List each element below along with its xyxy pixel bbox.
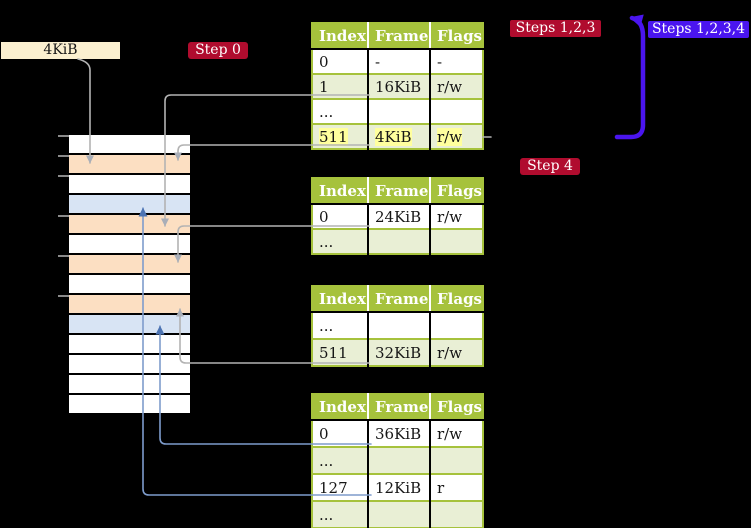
memory-tick (58, 155, 69, 157)
highlighted-value: r/w (437, 127, 463, 146)
table-cell: 0 (312, 420, 369, 447)
memory-frame-row-blue (69, 195, 190, 213)
table-cell: r (430, 473, 483, 501)
badge-step-4: Step 4 (520, 158, 580, 175)
table-row: 511 4KiB r/w (312, 123, 483, 149)
column-header-flags: Flags (430, 23, 483, 50)
column-header-index: Index (312, 178, 369, 205)
memory-frame-row-white (69, 375, 190, 393)
table-cell (430, 228, 483, 254)
memory-frame-row-orange (69, 255, 190, 273)
memory-frame-row-white (69, 355, 190, 373)
memory-frame-row-white (69, 235, 190, 253)
table-cell: 16KiB (368, 73, 431, 99)
badge-step-0: Step 0 (188, 42, 248, 59)
column-header-index: Index (312, 394, 369, 421)
table-cell: r/w (430, 204, 483, 229)
table-cell (430, 312, 483, 339)
table-cell: 36KiB (368, 420, 431, 447)
table-cell: ... (312, 98, 369, 124)
memory-tick (58, 175, 69, 177)
memory-tick (58, 215, 69, 217)
table-row: ... (312, 500, 483, 528)
table-cell: r/w (430, 338, 483, 366)
memory-frame-row-orange (69, 155, 190, 173)
table-cell: ... (312, 446, 369, 474)
table-cell (368, 98, 431, 124)
table-cell: r/w (430, 420, 483, 447)
table-cell: r/w (430, 73, 483, 99)
badge-steps-1-2-3-4: Steps 1,2,3,4 (648, 21, 749, 38)
table-cell (368, 500, 431, 528)
table-cell: 511 (312, 338, 369, 366)
table-cell: 127 (312, 473, 369, 501)
table-cell (368, 228, 431, 254)
table-cell: 24KiB (368, 204, 431, 229)
column-header-flags: Flags (430, 178, 483, 205)
memory-frame-row-white (69, 135, 190, 153)
table-row: ... (312, 228, 483, 254)
memory-tick (58, 295, 69, 297)
table-cell: 12KiB (368, 473, 431, 501)
memory-frame-row-orange (69, 295, 190, 313)
column-header-frame: Frame (368, 178, 431, 205)
table-row: ... (312, 446, 483, 474)
column-header-index: Index (312, 23, 369, 50)
table-cell: ... (312, 312, 369, 339)
table-cell (430, 98, 483, 124)
memory-tick (58, 255, 69, 257)
column-header-flags: Flags (430, 286, 483, 313)
table-cell: - (368, 49, 431, 74)
table-cell: 511 (312, 123, 369, 149)
badge-steps-1-2-3: Steps 1,2,3 (510, 20, 601, 37)
column-header-index: Index (312, 286, 369, 313)
memory-frame-row-orange (69, 215, 190, 233)
table-cell: 0 (312, 49, 369, 74)
column-header-frame: Frame (368, 286, 431, 313)
column-header-frame: Frame (368, 394, 431, 421)
table-cell (368, 446, 431, 474)
memory-frame-row-blue (69, 315, 190, 333)
column-header-frame: Frame (368, 23, 431, 50)
memory-frame-row-white (69, 275, 190, 293)
table-cell: 1 (312, 73, 369, 99)
table-cell: r/w (430, 123, 483, 149)
table-cell: - (430, 49, 483, 74)
memory-frame-row-white (69, 335, 190, 353)
table-cell: 0 (312, 204, 369, 229)
memory-frame-row-white (69, 175, 190, 193)
table-cell: ... (312, 228, 369, 254)
memory-tick (58, 135, 69, 137)
table-row: ... (312, 98, 483, 124)
table-row: 0-- (312, 49, 483, 74)
table-cell (430, 500, 483, 528)
column-header-flags: Flags (430, 394, 483, 421)
highlighted-value: 511 (319, 127, 348, 146)
frame-size-label: 4KiB (1, 42, 120, 59)
arrow-steps-loop-back-to-top-table (614, 14, 646, 140)
table-cell: 4KiB (368, 123, 431, 149)
table-cell (368, 312, 431, 339)
table-cell (430, 446, 483, 474)
highlighted-value: 4KiB (375, 127, 412, 146)
table-row: ... (312, 312, 483, 339)
table-cell: ... (312, 500, 369, 528)
memory-frame-row-white (69, 395, 190, 413)
table-cell: 32KiB (368, 338, 431, 366)
